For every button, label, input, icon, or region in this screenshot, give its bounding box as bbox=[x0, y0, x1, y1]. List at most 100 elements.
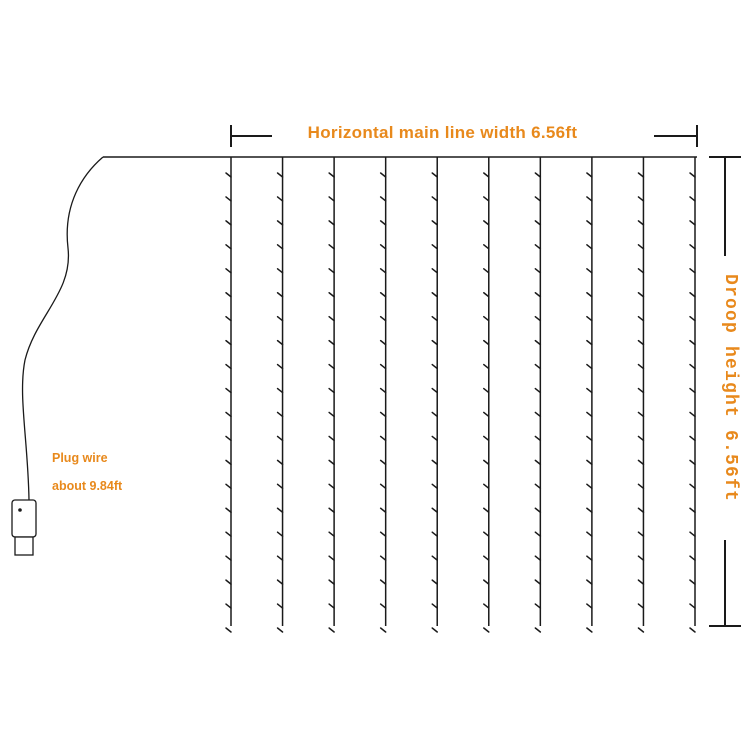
bulb-icon bbox=[431, 172, 438, 178]
bulb-icon bbox=[586, 483, 593, 490]
bulb-icon bbox=[689, 627, 696, 633]
bulb-icon bbox=[637, 244, 645, 250]
bulb-icon bbox=[586, 363, 593, 370]
bulb-icon bbox=[586, 244, 593, 250]
bulb-icon bbox=[431, 244, 438, 250]
bulb-icon bbox=[276, 220, 284, 226]
bulb-icon bbox=[276, 507, 284, 514]
bulb-icon bbox=[534, 435, 542, 442]
bulb-icon bbox=[483, 531, 490, 537]
bulb-icon bbox=[483, 579, 490, 585]
bulb-icon bbox=[586, 531, 593, 537]
bulb-icon bbox=[431, 387, 438, 394]
bulb-icon bbox=[225, 435, 232, 442]
bulb-icon bbox=[483, 339, 490, 346]
bulb-icon bbox=[431, 627, 438, 633]
bulb-icon bbox=[328, 172, 335, 178]
bulb-icon bbox=[225, 196, 232, 202]
bulb-icon bbox=[534, 268, 542, 274]
bulb-icon bbox=[637, 555, 645, 561]
bulb-icon bbox=[483, 459, 490, 466]
bulb-icon bbox=[225, 339, 232, 346]
bulb-icon bbox=[534, 531, 542, 537]
bulb-icon bbox=[379, 459, 387, 466]
bulb-icon bbox=[534, 411, 542, 418]
bulb-icon bbox=[689, 220, 696, 226]
bulb-icon bbox=[276, 531, 284, 537]
bulb-icon bbox=[379, 339, 387, 346]
plug-wire-length-label: about 9.84ft bbox=[52, 479, 123, 493]
bulb-icon bbox=[328, 627, 335, 633]
bulb-icon bbox=[276, 387, 284, 394]
bulb-icon bbox=[637, 531, 645, 537]
bulb-icon bbox=[483, 315, 490, 322]
usb-plug-dot bbox=[18, 508, 22, 512]
bulb-icon bbox=[534, 244, 542, 250]
bulb-icon bbox=[276, 363, 284, 370]
bulb-icon bbox=[276, 579, 284, 585]
bulb-icon bbox=[379, 268, 387, 274]
bulb-icon bbox=[586, 387, 593, 394]
light-strand bbox=[379, 157, 387, 633]
bulb-icon bbox=[328, 387, 335, 394]
bulb-icon bbox=[637, 363, 645, 370]
bulb-icon bbox=[586, 315, 593, 322]
bulb-icon bbox=[431, 459, 438, 466]
bulb-icon bbox=[689, 196, 696, 202]
bulb-icon bbox=[328, 220, 335, 226]
bulb-icon bbox=[225, 244, 232, 250]
bulb-icon bbox=[276, 627, 284, 633]
bulb-icon bbox=[276, 339, 284, 346]
bulb-icon bbox=[328, 268, 335, 274]
bulb-icon bbox=[431, 483, 438, 490]
bulb-icon bbox=[225, 555, 232, 561]
bulb-icon bbox=[276, 555, 284, 561]
light-strand bbox=[483, 157, 490, 633]
bulb-icon bbox=[534, 220, 542, 226]
bulb-icon bbox=[534, 339, 542, 346]
bulb-icon bbox=[225, 291, 232, 298]
bulb-icon bbox=[534, 459, 542, 466]
bulb-icon bbox=[225, 411, 232, 418]
bulb-icon bbox=[225, 579, 232, 585]
bulb-icon bbox=[586, 291, 593, 298]
bulb-icon bbox=[637, 483, 645, 490]
bulb-icon bbox=[379, 627, 387, 633]
bulb-icon bbox=[483, 483, 490, 490]
bulb-icon bbox=[379, 244, 387, 250]
bulb-icon bbox=[328, 579, 335, 585]
bulb-icon bbox=[689, 483, 696, 490]
bulb-icon bbox=[276, 244, 284, 250]
bulb-icon bbox=[586, 196, 593, 202]
bulb-icon bbox=[379, 555, 387, 561]
bulb-icon bbox=[431, 268, 438, 274]
bulb-icon bbox=[431, 603, 438, 609]
bulb-icon bbox=[534, 363, 542, 370]
width-dimension bbox=[230, 125, 698, 147]
bulb-icon bbox=[276, 603, 284, 609]
usb-plug-icon bbox=[11, 499, 37, 556]
bulb-icon bbox=[431, 220, 438, 226]
bulb-icon bbox=[379, 196, 387, 202]
light-strand bbox=[431, 157, 438, 633]
bulb-icon bbox=[483, 363, 490, 370]
bulb-icon bbox=[689, 531, 696, 537]
bulb-icon bbox=[276, 268, 284, 274]
bulb-icon bbox=[586, 579, 593, 585]
bulb-icon bbox=[483, 387, 490, 394]
bulb-icon bbox=[328, 244, 335, 250]
bulb-icon bbox=[689, 244, 696, 250]
bulb-icon bbox=[379, 363, 387, 370]
bulb-icon bbox=[689, 507, 696, 514]
light-strand bbox=[225, 157, 232, 633]
light-strand bbox=[534, 157, 542, 633]
bulb-icon bbox=[586, 603, 593, 609]
bulb-icon bbox=[689, 435, 696, 442]
bulb-icon bbox=[637, 315, 645, 322]
bulb-icon bbox=[483, 268, 490, 274]
bulb-icon bbox=[225, 627, 232, 633]
bulb-icon bbox=[483, 627, 490, 633]
bulb-icon bbox=[637, 339, 645, 346]
bulb-icon bbox=[225, 268, 232, 274]
bulb-icon bbox=[328, 603, 335, 609]
